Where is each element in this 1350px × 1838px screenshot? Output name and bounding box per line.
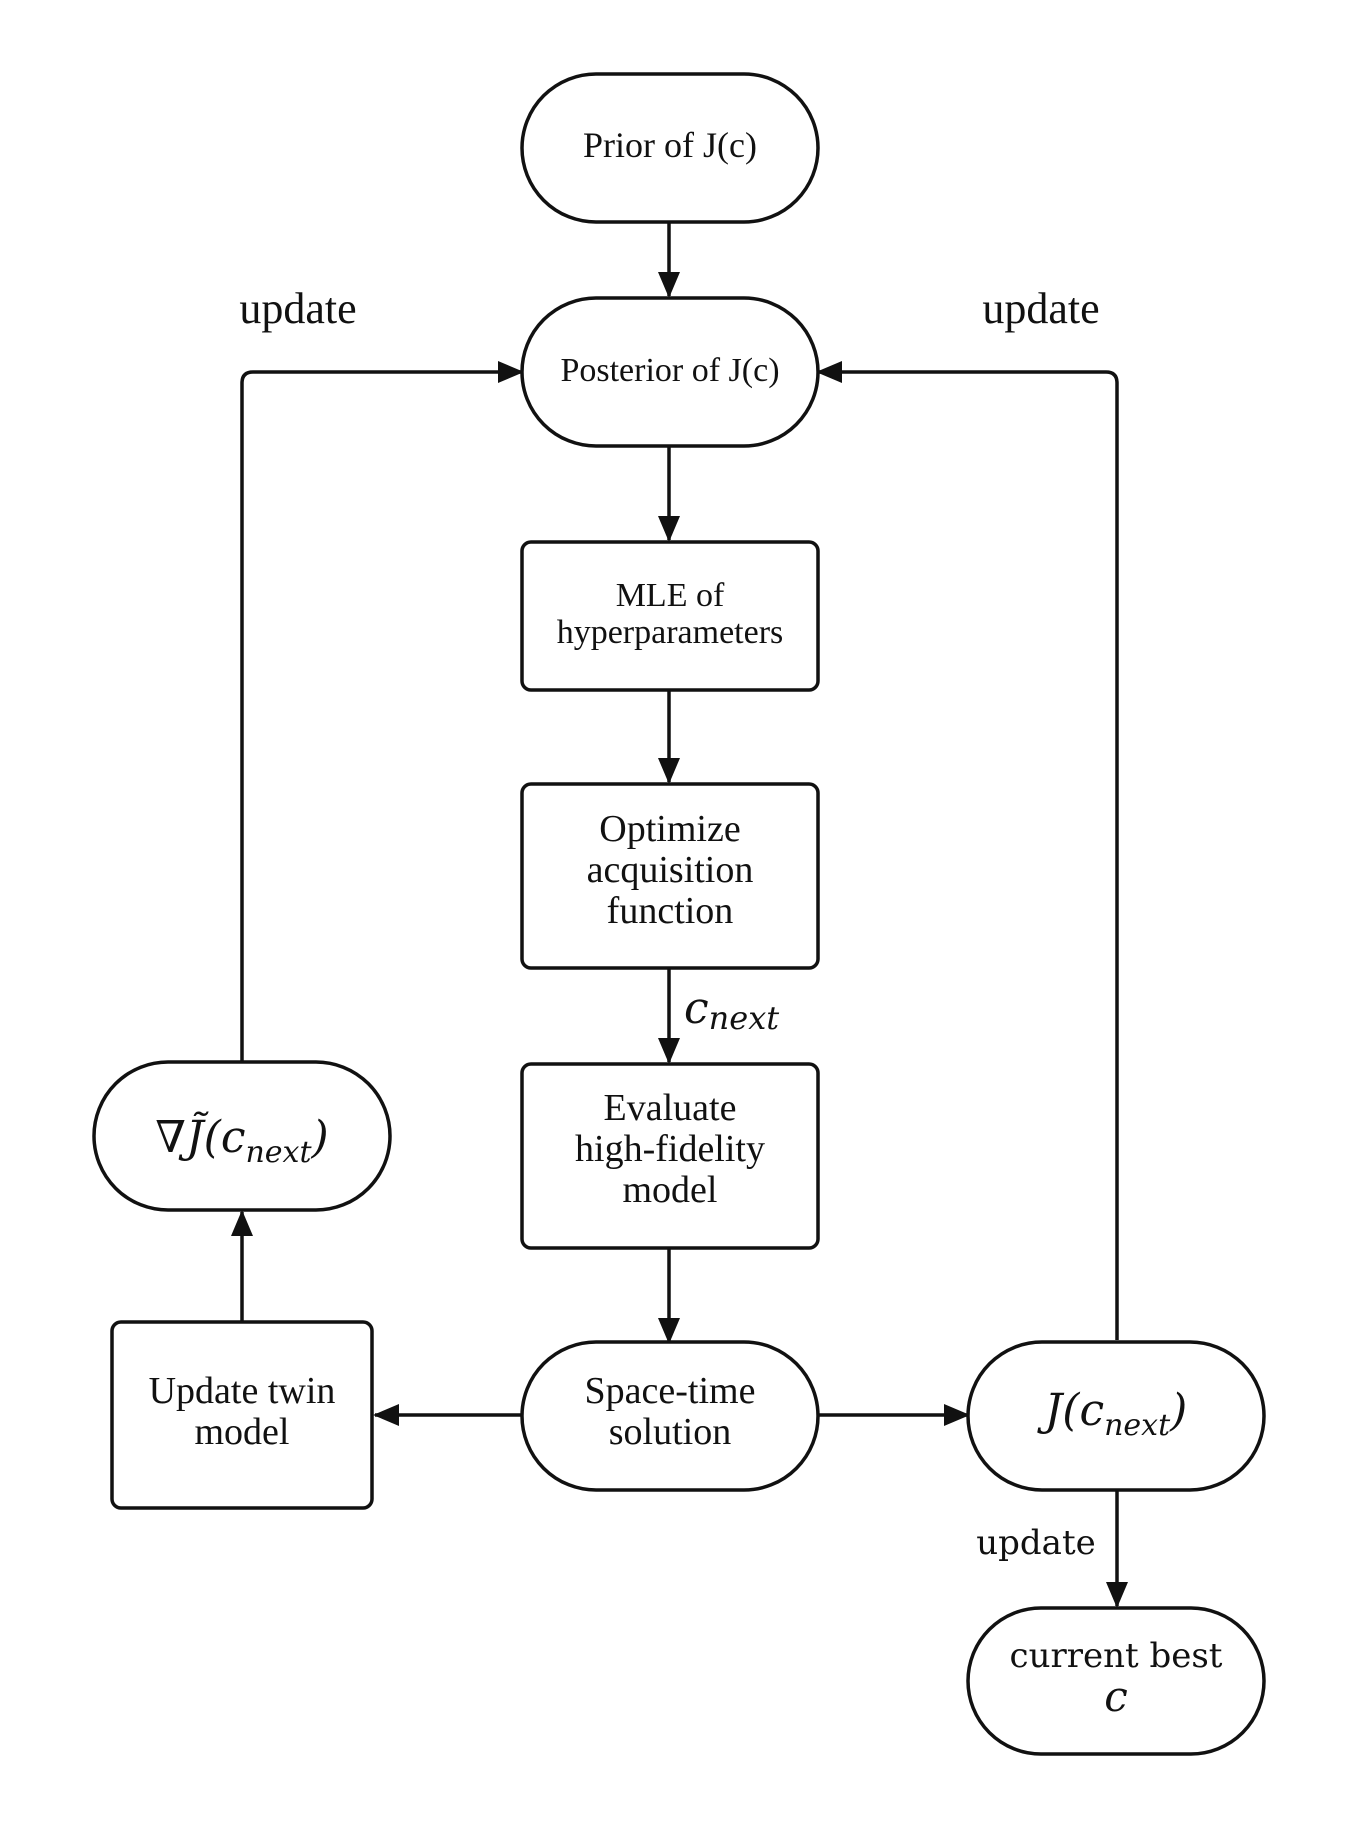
evaluate-label-line2: high-fidelity — [575, 1128, 765, 1170]
mle-label-line1: MLE of — [616, 577, 725, 614]
bottom-update-label: update — [976, 1523, 1095, 1563]
optimize-label-line3: function — [607, 890, 734, 932]
posterior-label: Posterior of J(c) — [560, 352, 779, 389]
spacetime-label-line2: solution — [609, 1411, 731, 1453]
node-spacetime: Space-time solution — [520, 1340, 820, 1492]
current-best-label-line2: c — [1104, 1672, 1128, 1721]
mle-label-line2: hyperparameters — [557, 614, 784, 651]
spacetime-label-line1: Space-time — [585, 1370, 756, 1412]
left-update-label: update — [239, 284, 356, 333]
optimize-label-line2: acquisition — [587, 849, 754, 891]
node-current-best: current best c — [966, 1606, 1266, 1756]
node-jnext: J(cnext) — [966, 1340, 1266, 1492]
current-best-label-line1: current best — [1010, 1636, 1223, 1676]
edges — [231, 222, 1128, 1608]
edge-jnext-to-posterior — [816, 361, 1119, 1340]
update-twin-label-line1: Update twin — [149, 1370, 336, 1412]
right-update-label: update — [982, 284, 1099, 333]
grad-label: ∇J̃(cnext) — [155, 1110, 328, 1170]
node-posterior: Posterior of J(c) — [520, 296, 820, 448]
node-optimize: Optimize acquisition function — [520, 782, 820, 970]
c-next-label: cnext — [684, 983, 779, 1037]
node-prior: Prior of J(c) — [520, 72, 820, 224]
update-twin-label-line2: model — [195, 1411, 290, 1453]
node-grad: ∇J̃(cnext) — [92, 1060, 392, 1212]
optimize-label-line1: Optimize — [599, 808, 740, 850]
prior-label: Prior of J(c) — [583, 125, 757, 165]
evaluate-label-line1: Evaluate — [604, 1087, 737, 1129]
node-evaluate: Evaluate high-fidelity model — [520, 1062, 820, 1250]
node-update-twin: Update twin model — [110, 1320, 374, 1510]
evaluate-label-line3: model — [623, 1169, 718, 1211]
edge-grad-to-posterior — [240, 361, 524, 1062]
node-mle: MLE of hyperparameters — [520, 540, 820, 692]
jnext-label: J(cnext) — [1037, 1385, 1188, 1443]
